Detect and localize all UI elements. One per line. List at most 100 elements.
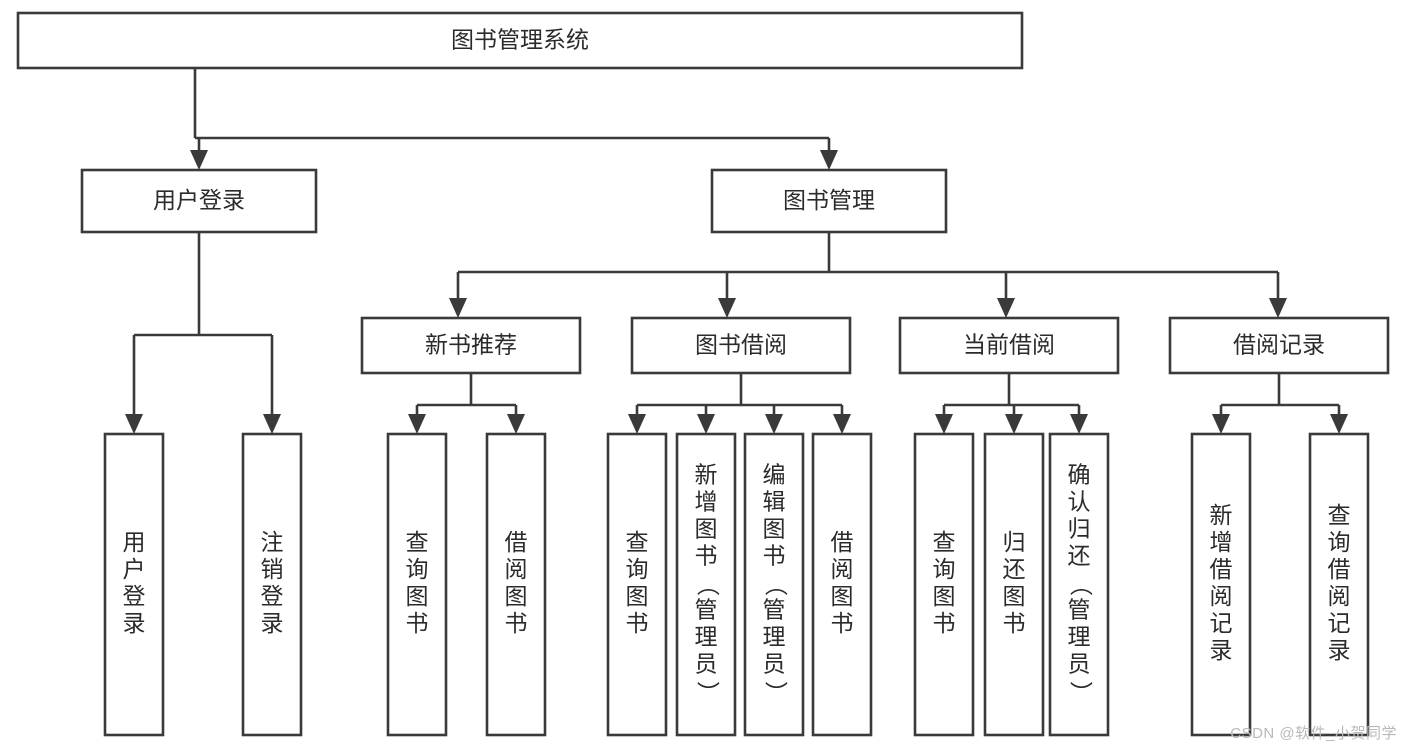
edge-group-root-to-level2 [193,68,831,150]
node-leaf-rec-borrow-box[interactable] [485,432,547,737]
node-current-loan[interactable]: 当前借阅 [898,316,1120,375]
node-leaf-user-login-box[interactable] [103,432,165,737]
node-leaf-brw-add-box[interactable] [675,432,737,737]
node-label-char: 阅 [1210,583,1233,609]
node-label-char: 询 [406,556,429,582]
node-label-char: 确 [1068,462,1091,488]
node-user-login-label: 用户登录 [153,187,245,213]
node-root-label: 图书管理系统 [451,27,589,53]
node-label-char: 管 [763,597,786,623]
node-label-char: 员 [695,651,718,677]
node-label-char: 书 [406,610,429,636]
node-label-char: 书 [763,543,786,569]
node-book-manage[interactable]: 图书管理 [710,168,948,234]
node-label-char: 书 [505,610,528,636]
node-label-char: 增 [1210,529,1233,555]
node-label-char: 查 [933,529,956,555]
node-label-char: 图 [831,583,854,609]
watermark-csdn: CSDN @软件_小贺同学 [1230,725,1397,742]
node-label-char: 查 [626,529,649,555]
node-label-char: 图 [505,583,528,609]
node-label-char: 录 [261,610,284,636]
edge-arrowhead [820,150,838,170]
node-book-manage-label: 图书管理 [783,187,875,213]
node-loan-record[interactable]: 借阅记录 [1168,316,1390,375]
node-book-borrow-box[interactable] [630,316,852,375]
edge-group-loan-record-to-leaves [1219,373,1341,414]
node-new-book-rec[interactable]: 新书推荐 [360,316,582,375]
node-user-login[interactable]: 用户登录 [80,168,318,234]
node-label-char: 增 [695,489,718,515]
node-current-loan-box[interactable] [898,316,1120,375]
node-leaf-cur-confirm-box[interactable] [1048,432,1110,737]
node-root-box[interactable] [16,11,1024,70]
node-label-char: 录 [1328,637,1351,663]
node-label-char: 书 [695,543,718,569]
node-label-char: 理 [1068,624,1091,650]
edge-arrowhead [408,414,426,434]
node-label-char: 注 [261,529,284,555]
edge-arrowhead [1212,414,1230,434]
node-label-char: 书 [933,610,956,636]
node-root[interactable]: 图书管理系统 [16,11,1024,70]
node-label-char: 销 [261,556,284,582]
node-leaf-cur-query-box[interactable] [913,432,975,737]
node-label-char: 辑 [763,489,786,515]
node-label-char: 理 [763,624,786,650]
node-label-char: 登 [123,583,146,609]
node-label-char: 借 [1210,556,1233,582]
node-label-char: 登 [261,583,284,609]
node-leaf-user-logout-box[interactable] [241,432,303,737]
edge-arrowhead [935,414,953,434]
node-label-char: 图 [406,583,429,609]
node-leaf-user-login[interactable]: 用户登录 [103,432,165,737]
node-label-char: （ [695,573,721,596]
node-leaf-brw-query-box[interactable] [606,432,668,737]
node-label-char: 阅 [1328,583,1351,609]
node-new-book-rec-label: 新书推荐 [425,332,517,358]
node-label-char: 记 [1328,610,1351,636]
node-user-login-box[interactable] [80,168,318,234]
node-current-loan-label: 当前借阅 [963,332,1055,358]
node-book-manage-box[interactable] [710,168,948,234]
node-leaf-log-add-box[interactable] [1190,432,1252,737]
edge-arrowhead [628,414,646,434]
edge-arrowhead [507,414,525,434]
node-leaf-rec-query-box[interactable] [386,432,448,737]
edge-group-current-loan-to-leaves [942,373,1081,414]
nodes-layer: 图书管理系统用户登录图书管理新书推荐图书借阅当前借阅借阅记录用户登录注销登录查询… [16,11,1390,737]
node-new-book-rec-box[interactable] [360,316,582,375]
node-leaf-brw-borrow-box[interactable] [811,432,873,737]
node-label-char: 图 [763,516,786,542]
node-label-char: 理 [695,624,718,650]
node-label-char: （ [763,573,789,596]
node-loan-record-label: 借阅记录 [1233,332,1325,358]
node-loan-record-box[interactable] [1168,316,1390,375]
node-book-borrow[interactable]: 图书借阅 [630,316,852,375]
node-leaf-log-query-box[interactable] [1308,432,1370,737]
node-label-char: 阅 [831,556,854,582]
node-label-char: 管 [1068,597,1091,623]
node-label-char: 归 [1003,529,1026,555]
edge-arrowhead [718,298,736,318]
node-leaf-cur-return-box[interactable] [983,432,1045,737]
edge-arrowhead [833,414,851,434]
node-label-char: 书 [1003,610,1026,636]
node-leaf-brw-edit-box[interactable] [743,432,805,737]
node-label-char: 图 [933,583,956,609]
node-label-char: 员 [1068,651,1091,677]
node-label-char: 记 [1210,610,1233,636]
